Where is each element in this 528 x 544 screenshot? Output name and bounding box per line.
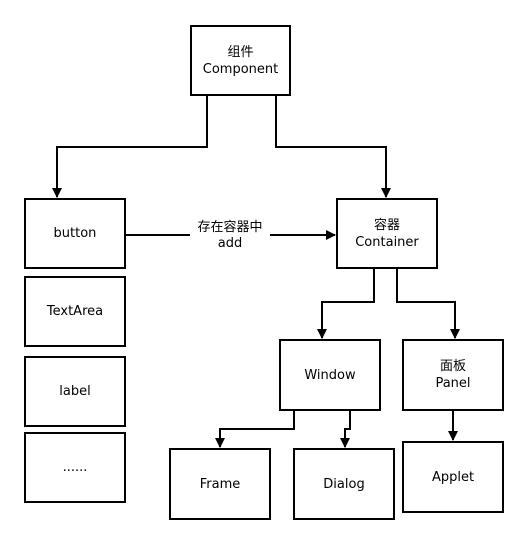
node-dialog-label: Dialog xyxy=(323,476,365,492)
edge-label-line-1: 存在容器中 xyxy=(197,220,263,235)
node-applet[interactable]: Applet xyxy=(402,441,504,513)
node-component-line-2: Component xyxy=(202,61,279,77)
node-button[interactable]: button xyxy=(24,198,126,269)
edge-container-window xyxy=(317,268,375,339)
node-dialog[interactable]: Dialog xyxy=(293,448,395,520)
node-frame[interactable]: Frame xyxy=(169,448,271,520)
node-applet-label: Applet xyxy=(431,469,475,485)
node-panel-line-1: 面板 xyxy=(439,359,466,374)
node-component-line-1: 组件 xyxy=(227,44,254,60)
edge-label-add: 存在容器中 add xyxy=(190,220,270,252)
node-frame-label: Frame xyxy=(199,476,241,492)
edge-window-dialog xyxy=(340,410,351,448)
edge-component-button xyxy=(52,95,208,198)
edge-container-panel xyxy=(396,268,460,339)
node-label-label: label xyxy=(59,384,91,399)
node-label[interactable]: label xyxy=(24,356,126,427)
node-container[interactable]: 容器 Container xyxy=(336,198,438,269)
edge-window-frame xyxy=(215,410,295,448)
edge-component-container xyxy=(275,95,391,198)
node-button-label: button xyxy=(53,226,97,241)
node-container-line-1: 容器 xyxy=(373,217,400,233)
node-component[interactable]: 组件 Component xyxy=(190,25,291,96)
node-panel[interactable]: 面板 Panel xyxy=(402,339,504,411)
node-panel-line-2: Panel xyxy=(435,376,471,391)
node-more-label: ...... xyxy=(62,460,88,475)
node-more[interactable]: ...... xyxy=(24,432,126,503)
node-textarea-label: TextArea xyxy=(46,304,104,319)
edge-label-line-2: add xyxy=(217,236,243,251)
node-container-line-2: Container xyxy=(355,234,419,250)
node-window-label: Window xyxy=(304,367,356,383)
node-window[interactable]: Window xyxy=(279,339,381,411)
node-textarea[interactable]: TextArea xyxy=(24,276,126,347)
